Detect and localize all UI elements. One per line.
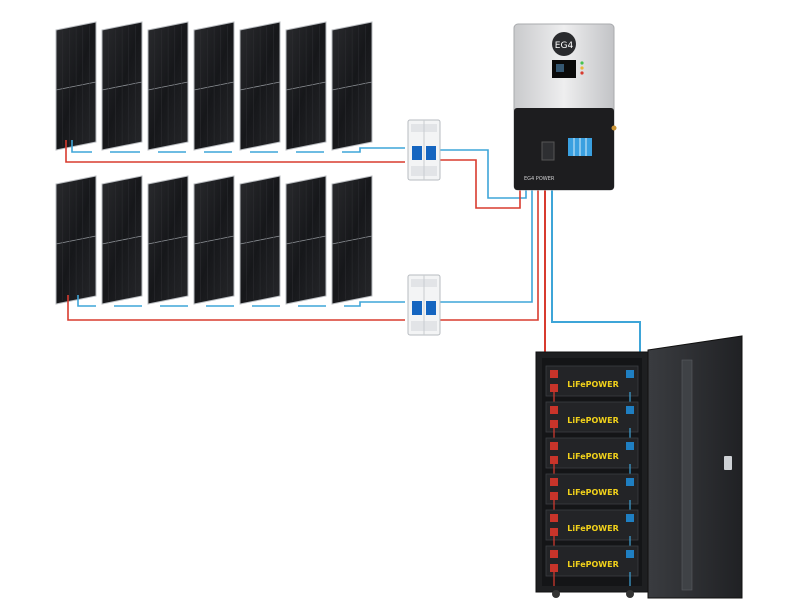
battery-module-6: LiFePOWER: [545, 545, 639, 586]
wire-inverter-to-battery-negative: [551, 188, 641, 352]
wire-bottom-string-negative: [77, 295, 405, 307]
top-panel-2: [101, 21, 143, 151]
solar-panel-row-bottom: [55, 175, 373, 305]
dc-breaker-bottom: [407, 274, 441, 336]
wire-breaker2-to-inverter-positive: [440, 188, 539, 321]
wire-inverter-to-battery-positive: [544, 188, 549, 372]
battery-module-label: LiFePOWER: [567, 560, 619, 569]
battery-module-5: LiFePOWER: [545, 509, 639, 550]
wire-top-string-positive: [65, 140, 405, 163]
top-panel-6: [285, 21, 327, 151]
solar-panel-row-top: [55, 21, 373, 151]
bottom-panel-3: [147, 175, 189, 305]
inverter-brand-strip: EG4 POWER: [524, 176, 555, 182]
battery-module-label: LiFePOWER: [567, 488, 619, 497]
bottom-panel-7: [331, 175, 373, 305]
bottom-panel-1: [55, 175, 97, 305]
bottom-panel-6: [285, 175, 327, 305]
inverter-switch: [541, 141, 555, 161]
wire-breaker1-to-inverter-negative: [440, 149, 527, 199]
battery-module-1: LiFePOWER: [545, 365, 639, 406]
top-panel-1: [55, 21, 97, 151]
bottom-panel-2: [101, 175, 143, 305]
wire-top-string-negative: [71, 140, 405, 153]
battery-cabinet: LiFePOWER LiFePOWER LiFePOWER LiFePOWER LiFe…: [535, 335, 743, 599]
battery-module-label: LiFePOWER: [567, 380, 619, 389]
battery-module-4: LiFePOWER: [545, 473, 639, 514]
battery-module-label: LiFePOWER: [567, 524, 619, 533]
wire-bottom-string-positive: [67, 295, 405, 321]
door-lock-icon: [724, 456, 732, 470]
inverter-logo: EG4: [552, 32, 576, 56]
battery-module-3: LiFePOWER: [545, 437, 639, 478]
top-panel-3: [147, 21, 189, 151]
top-panel-4: [193, 21, 235, 151]
top-panel-7: [331, 21, 373, 151]
wire-breaker1-to-inverter-positive: [440, 159, 521, 209]
top-panel-5: [239, 21, 281, 151]
dc-breaker-top: [407, 119, 441, 181]
battery-module-label: LiFePOWER: [567, 452, 619, 461]
wire-breaker2-to-inverter-negative: [440, 188, 533, 303]
battery-module-label: LiFePOWER: [567, 416, 619, 425]
bottom-panel-4: [193, 175, 235, 305]
bottom-panel-5: [239, 175, 281, 305]
battery-module-2: LiFePOWER: [545, 401, 639, 442]
inverter: EG4 EG4 POWER: [513, 23, 617, 191]
battery-modules: LiFePOWER LiFePOWER LiFePOWER LiFePOWER LiFe…: [545, 365, 639, 586]
inverter-logo-text: EG4: [555, 41, 574, 51]
cabinet-door: [647, 335, 743, 599]
